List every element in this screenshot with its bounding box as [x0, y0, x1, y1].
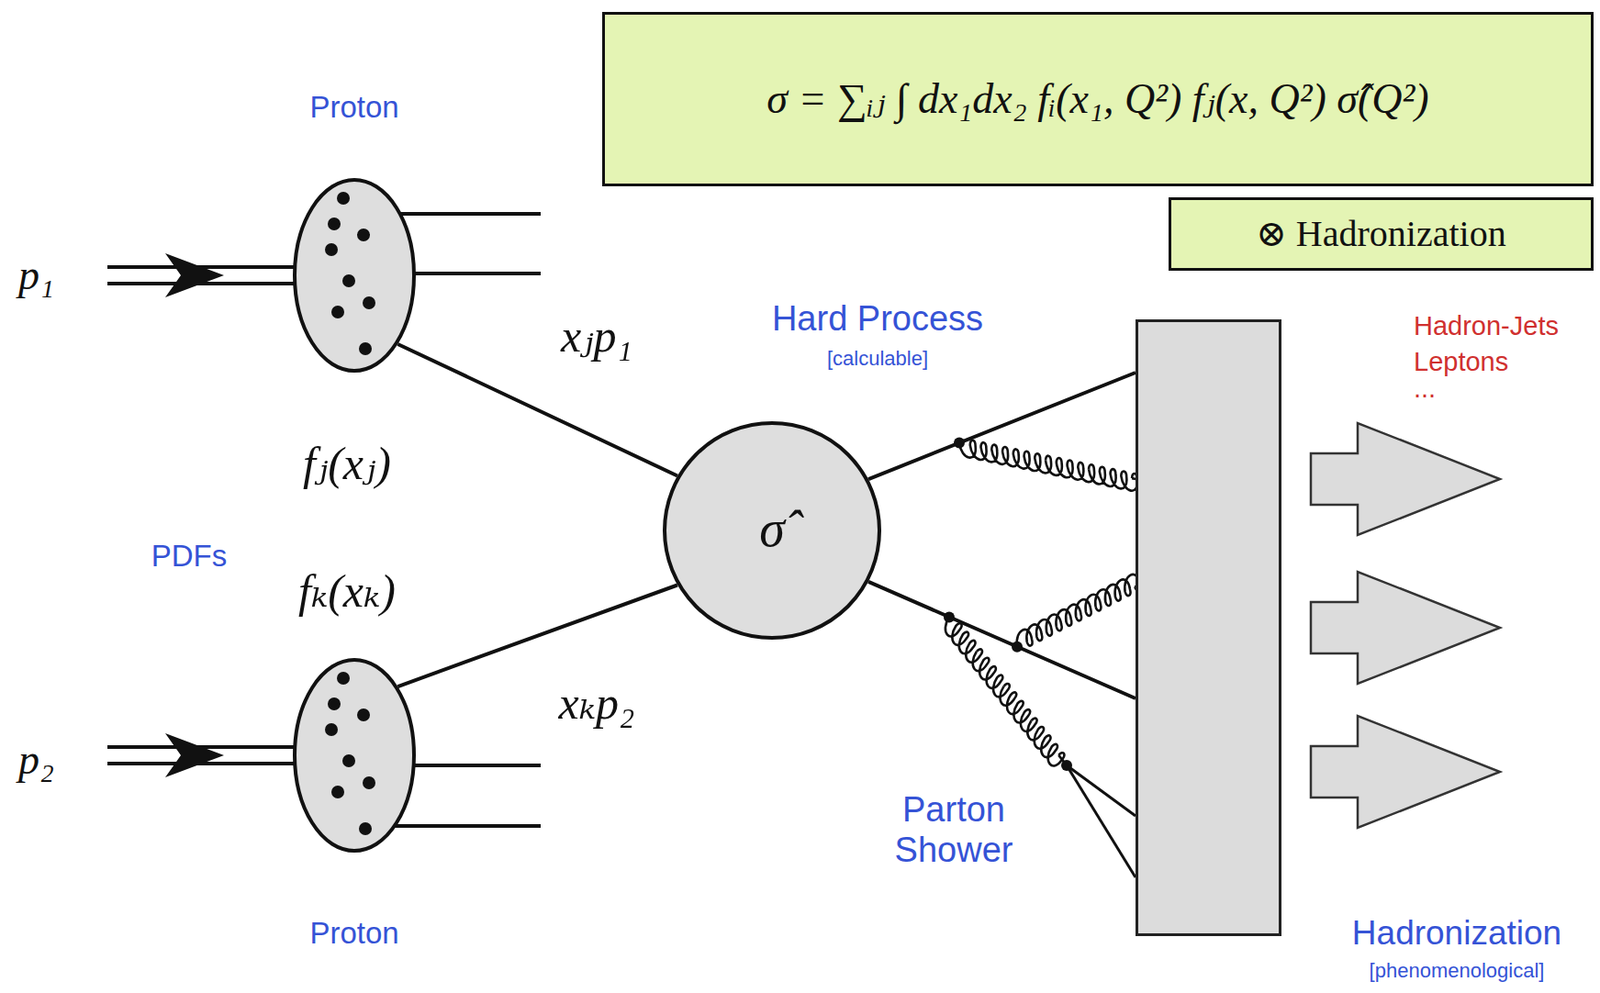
cross-section-symbol: σ̂: [759, 499, 785, 559]
gluon: [956, 437, 1140, 493]
parton-momentum: xₖp₂: [559, 677, 636, 731]
gluon-coil: [999, 447, 1053, 475]
parton-dot: [358, 342, 372, 356]
beam-line: [107, 265, 322, 269]
gluon-coil: [956, 437, 1010, 466]
beam-p1: [107, 253, 322, 298]
proton-outline: [294, 179, 414, 371]
convolution-text: ⊗ Hadronization: [1255, 212, 1506, 256]
parton-line: [868, 372, 1136, 480]
ellipse-outline: [292, 178, 416, 373]
parton-dot: [331, 785, 345, 799]
vertex-dot: [943, 611, 955, 623]
output-arrow: [1310, 423, 1500, 536]
shower-label: Parton Shower: [871, 790, 1037, 871]
hard-process-heading: Hard Process: [772, 299, 984, 340]
proton-label: Proton: [309, 916, 399, 952]
vertex-dot: [1061, 760, 1073, 772]
parton-dot: [336, 671, 350, 685]
parton-dot: [362, 776, 376, 790]
pdf-symbol: fⱼ(xⱼ): [302, 437, 392, 492]
convolution-box: ⊗ Hadronization: [1168, 197, 1594, 271]
pdf-symbol: fₖ(xₖ): [298, 565, 396, 619]
hard-process-disc: [664, 423, 880, 638]
beam-line: [107, 761, 322, 766]
parton-momentum: xⱼp₁: [560, 310, 633, 364]
parton-dot: [357, 708, 370, 722]
hadronization-bar: Hadronization [phenomenological]: [1135, 319, 1595, 993]
output-arrow: [1310, 716, 1500, 828]
output-label: Leptons: [1413, 346, 1509, 378]
vertex-dot: [953, 437, 965, 449]
formula-box: σ = ∑ᵢⱼ ∫ dx₁dx₂ fᵢ(x₁, Q²) fⱼ(x, Q²) σ̂…: [602, 11, 1594, 187]
momentum-label: p₁: [18, 251, 55, 301]
proton-label: Proton: [309, 89, 399, 125]
output-label: Hadron-Jets: [1413, 311, 1559, 342]
output-label: ...: [1413, 373, 1436, 404]
parton-dot: [342, 274, 356, 288]
beam-arrowhead: [165, 253, 224, 298]
momentum-label: p₂: [18, 736, 55, 785]
gluon-coil: [966, 648, 1012, 700]
parton-line: [397, 585, 678, 688]
gluon: [939, 614, 1071, 773]
beam-line: [107, 281, 322, 286]
proton-blob: Proton: [262, 658, 447, 957]
parton-dot: [357, 228, 370, 242]
gluon-coil: [1021, 717, 1067, 769]
gluon-coil: [994, 682, 1040, 734]
hadronization-block: [1135, 319, 1282, 937]
hadronization-note: [phenomenological]: [1369, 959, 1545, 983]
parton-line: [397, 344, 678, 477]
beam-p2: [107, 733, 322, 778]
pdf-label: PDFs: [151, 538, 228, 574]
parton-dot: [362, 296, 376, 310]
formula-text: σ = ∑ᵢⱼ ∫ dx₁dx₂ fᵢ(x₁, Q²) fⱼ(x, Q²) σ̂…: [766, 75, 1429, 124]
proton-outline: [294, 660, 414, 851]
parton-dot: [331, 305, 345, 319]
output-arrow: [1310, 571, 1500, 684]
parton-dot: [327, 217, 341, 231]
hard-process-note: [calculable]: [827, 346, 929, 370]
ellipse-outline: [292, 658, 416, 853]
proton-blob: Proton: [262, 82, 447, 377]
parton-dot: [324, 723, 338, 737]
beam-line: [107, 745, 322, 750]
quark-line: [1066, 765, 1136, 817]
parton-dot: [342, 754, 356, 768]
gluon-coil: [1085, 464, 1140, 493]
gluon-coil: [1042, 455, 1097, 483]
beam-arrowhead: [165, 733, 224, 778]
gluon: [1011, 572, 1143, 652]
parton-dot: [324, 243, 338, 257]
parton-dot: [358, 822, 372, 836]
parton-dot: [336, 191, 350, 205]
vertex-dot: [1011, 641, 1023, 653]
hard-process-circle: Hard Process [calculable] σ̂: [662, 293, 994, 640]
parton-dot: [327, 697, 341, 711]
hadronization-heading: Hadronization: [1352, 914, 1562, 954]
quark-line: [1066, 765, 1136, 878]
